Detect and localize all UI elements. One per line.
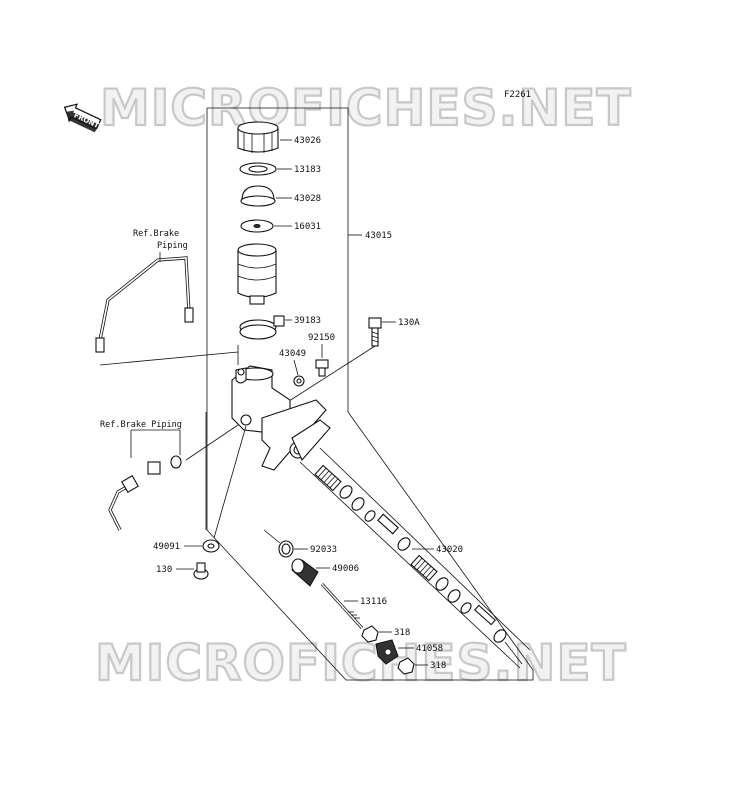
ref-brake-piping-top-line1: Ref.Brake bbox=[133, 229, 179, 239]
label-43026: 43026 bbox=[294, 136, 321, 146]
label-43049: 43049 bbox=[279, 349, 306, 359]
bleeder-valve bbox=[315, 359, 329, 377]
label-318-lower: 318 bbox=[430, 661, 446, 671]
cap-plate bbox=[239, 162, 277, 176]
label-318-upper: 318 bbox=[394, 628, 410, 638]
reservoir-cap bbox=[237, 121, 279, 153]
watermark-bottom: MICROFICHES.NET MICROFICHES.NET bbox=[94, 633, 627, 693]
assembly-outline bbox=[206, 107, 534, 681]
ref-brake-piping-top-line2: Piping bbox=[157, 241, 188, 251]
label-43020: 43020 bbox=[436, 545, 463, 555]
hose-clamp bbox=[239, 315, 285, 340]
label-41058: 41058 bbox=[416, 644, 443, 654]
master-cylinder-body bbox=[231, 365, 331, 471]
label-92150: 92150 bbox=[308, 333, 335, 343]
clevis-41058 bbox=[375, 639, 399, 665]
svg-text:MICROFICHES.NET: MICROFICHES.NET bbox=[100, 79, 632, 137]
brake-pipe-top bbox=[95, 256, 194, 353]
bolt-130a bbox=[368, 317, 382, 347]
label-39183: 39183 bbox=[294, 316, 321, 326]
svg-text:MICROFICHES.NET: MICROFICHES.NET bbox=[100, 79, 632, 137]
svg-text:MICROFICHES.NET: MICROFICHES.NET bbox=[95, 634, 627, 692]
label-49006: 49006 bbox=[332, 564, 359, 574]
label-13183: 13183 bbox=[294, 165, 321, 175]
label-49091: 49091 bbox=[153, 542, 180, 552]
diaphragm bbox=[240, 185, 276, 207]
label-16031: 16031 bbox=[294, 222, 321, 232]
dust-boot bbox=[291, 558, 319, 587]
svg-text:MICROFICHES.NET: MICROFICHES.NET bbox=[95, 634, 627, 692]
watermark-top: MICROFICHES.NET MICROFICHES.NET bbox=[99, 78, 632, 138]
label-130A: 130A bbox=[398, 318, 420, 328]
plug-130 bbox=[193, 562, 209, 580]
ref-brake-piping-left: Ref.Brake Piping bbox=[100, 420, 182, 430]
front-arrow-icon: FRONT bbox=[63, 103, 102, 133]
nut-318-upper bbox=[361, 625, 379, 643]
push-rod bbox=[320, 582, 364, 630]
nut-318-lower bbox=[397, 657, 415, 675]
brake-pipe-left bbox=[108, 455, 182, 531]
label-43028: 43028 bbox=[294, 194, 321, 204]
label-13116: 13116 bbox=[360, 597, 387, 607]
label-92033: 92033 bbox=[310, 545, 337, 555]
label-43015: 43015 bbox=[365, 231, 392, 241]
label-130: 130 bbox=[156, 565, 172, 575]
figure-code: F2261 bbox=[504, 90, 531, 100]
reservoir-body bbox=[237, 243, 277, 305]
